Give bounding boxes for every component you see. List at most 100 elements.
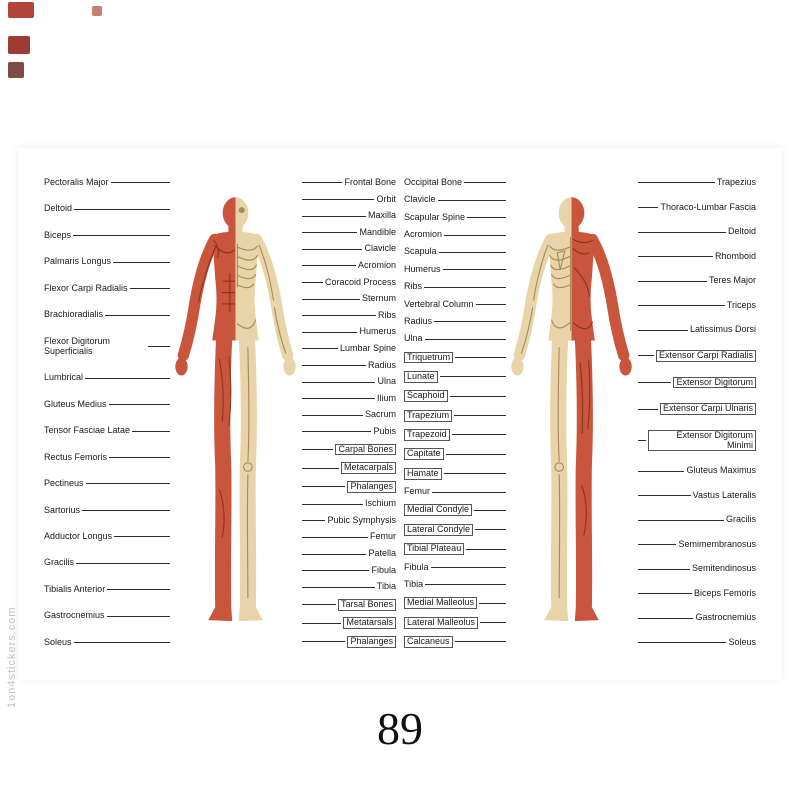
leader-line (109, 457, 170, 459)
leader-line (74, 208, 170, 210)
anatomy-label: Tensor Fasciae Latae (44, 425, 131, 436)
anatomy-label: Ulna (377, 376, 396, 387)
leader-line (129, 288, 170, 290)
label-row: Trapezoid (404, 429, 508, 441)
label-row: Deltoid (44, 204, 172, 214)
label-row: Fibula (404, 562, 508, 573)
anatomy-label: Flexor Carpi Radialis (44, 282, 128, 293)
label-row: Scapular Spine (404, 212, 508, 223)
anatomy-label: Sacrum (364, 409, 396, 420)
label-row: Triceps (636, 300, 756, 311)
anatomy-label: Extensor Carpi Ulnaris (659, 403, 756, 415)
leader-line (444, 234, 506, 236)
anatomy-label: Tibia (376, 581, 396, 592)
anatomy-label: Maxilla (367, 210, 396, 221)
anatomy-label: Rhomboid (714, 250, 756, 261)
anatomy-label: Gluteus Medius (44, 398, 107, 409)
anatomy-label: Clavicle (404, 194, 436, 205)
anatomy-label: Vastus Lateralis (692, 489, 756, 500)
back-figure (508, 178, 636, 648)
anatomy-label: Trapezius (716, 177, 756, 187)
label-row: Humerus (404, 263, 508, 275)
anatomy-label: Radius (367, 359, 396, 370)
corner-thumbnails (0, 0, 130, 95)
leader-line (302, 467, 339, 469)
anatomy-label: Deltoid (727, 226, 756, 237)
anatomy-label: Triquetrum (404, 351, 454, 364)
leader-line (454, 415, 506, 417)
label-row: Vastus Lateralis (636, 489, 756, 501)
leader-line (480, 622, 506, 624)
anatomy-label: Calcaneus (404, 635, 453, 648)
label-row: Occipital Bone (404, 177, 508, 188)
skeleton-detail-front (236, 207, 287, 599)
leader-line (110, 182, 170, 184)
corner-thumbnail (8, 62, 24, 78)
anatomy-label: Biceps Femoris (693, 587, 756, 598)
anatomy-label: Tibial Plateau (404, 543, 465, 556)
leader-line (638, 617, 694, 619)
label-row: Thoraco-Lumbar Fascia (636, 202, 756, 213)
label-row: Ilium (300, 393, 396, 404)
label-row: Gracilis (636, 514, 756, 525)
leader-line (302, 315, 376, 317)
label-row: Deltoid (636, 226, 756, 237)
label-row: Medial Malleolus (404, 597, 508, 610)
anatomy-label: Radius (404, 315, 433, 326)
leader-line (302, 486, 346, 488)
leader-line (464, 182, 506, 184)
leader-line (302, 503, 363, 505)
label-row: Semitendinosus (636, 563, 756, 574)
anatomy-label: Patella (368, 548, 396, 559)
anatomy-label: Humerus (404, 263, 441, 274)
anatomy-label: Lumbrical (44, 372, 84, 383)
label-row: Frontal Bone (300, 177, 396, 188)
anatomy-label: Flexor Digitorum Superficialis (44, 335, 111, 356)
anatomy-label: Brachioradialis (44, 309, 104, 320)
label-row: Tibia (404, 579, 508, 590)
label-row: Lateral Malleolus (404, 616, 508, 629)
anatomy-label: Hamate (404, 467, 442, 480)
anatomy-label: Sternum (361, 293, 396, 304)
anatomy-label: Palmaris Longus (44, 256, 112, 267)
label-row: Radius (404, 315, 508, 327)
leader-line (434, 321, 506, 323)
label-row: Ribs (300, 310, 396, 321)
label-row: Pubic Symphysis (300, 515, 396, 526)
leader-line (302, 282, 323, 283)
anatomy-label: Humerus (359, 326, 396, 337)
leader-line (302, 398, 375, 400)
label-row: Clavicle (404, 194, 508, 205)
front-figure-illustration (172, 178, 300, 648)
label-row: Scaphoid (404, 390, 508, 403)
leader-line (445, 453, 506, 455)
label-row: Lateral Condyle (404, 523, 508, 536)
leader-line (432, 491, 506, 493)
leader-line (443, 473, 506, 475)
label-row: Gluteus Medius (44, 398, 172, 410)
label-row: Vertebral Column (404, 299, 508, 310)
label-row: Scapula (404, 247, 508, 257)
label-row: Lumbar Spine (300, 343, 396, 354)
label-row: Lunate (404, 370, 508, 383)
anatomy-label: Frontal Bone (344, 177, 396, 187)
leader-line (108, 404, 170, 406)
label-row: Ulna (404, 333, 508, 344)
anatomy-label: Teres Major (708, 275, 756, 286)
leader-line (475, 529, 506, 531)
anatomy-label: Coracoid Process (324, 276, 396, 287)
anatomy-label: Gastrocnemius (44, 610, 105, 621)
label-row: Metatarsals (300, 617, 396, 630)
leader-line (302, 248, 363, 250)
label-row: Phalanges (300, 636, 396, 648)
anatomy-label: Rectus Femoris (44, 451, 108, 462)
anatomy-label: Extensor Digitorum (673, 376, 756, 389)
leader-line (638, 305, 725, 307)
leader-line (474, 509, 506, 511)
page-number: 89 (377, 703, 423, 754)
label-row: Tibial Plateau (404, 543, 508, 556)
leader-line (442, 269, 506, 271)
